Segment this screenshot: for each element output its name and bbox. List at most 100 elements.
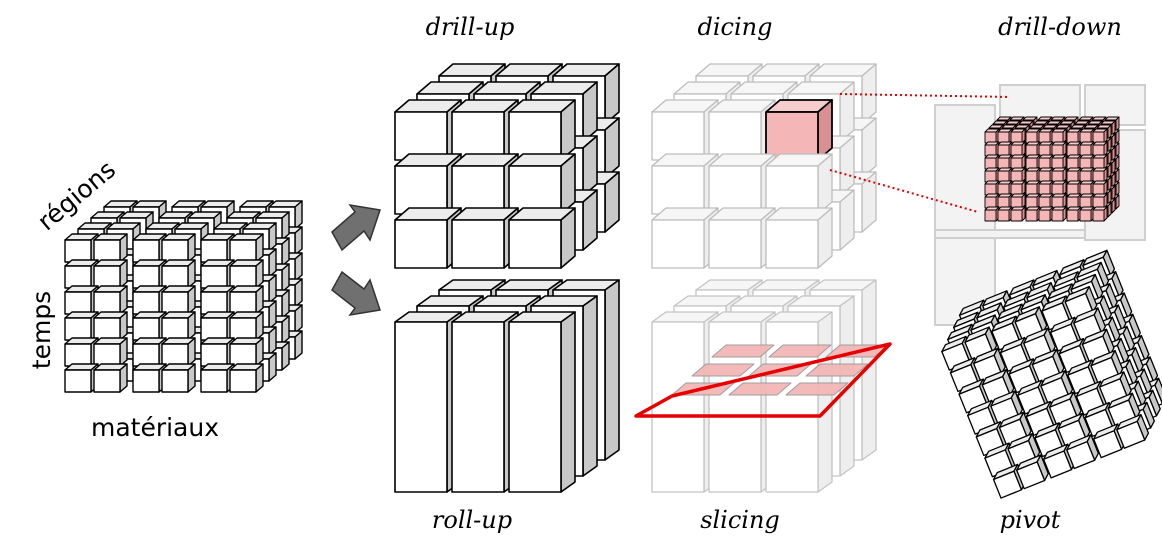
- dicing-label: dicing: [698, 13, 773, 41]
- drill-down-label: drill-down: [998, 13, 1122, 41]
- drill-down-cell: [997, 193, 1013, 209]
- drill-down-cell: [1092, 128, 1108, 144]
- drill-down-cell: [1038, 206, 1054, 222]
- drill-down-cell: [1010, 206, 1026, 222]
- pivot-cell: [1116, 413, 1150, 449]
- source-cell: [161, 233, 196, 263]
- source-cell: [93, 363, 128, 393]
- drill-down-cell: [1025, 141, 1041, 157]
- drill-down-cell: [1066, 167, 1082, 183]
- drill-down-cell: [1079, 167, 1095, 183]
- drill-up-cell: [451, 207, 519, 269]
- dicing-cell: [651, 99, 719, 161]
- drill-down-cell: [1010, 141, 1026, 157]
- source-cell: [93, 311, 128, 341]
- source-cell: [132, 337, 167, 367]
- source-cell: [132, 233, 167, 263]
- source-cell: [229, 311, 264, 341]
- drill-down-cell: [997, 154, 1013, 170]
- drill-down-cell: [1051, 193, 1067, 209]
- dicing-cell: [651, 153, 719, 215]
- drill-down-cell: [1051, 128, 1067, 144]
- dicing-cell: [765, 207, 833, 269]
- drill-down-cell: [1092, 167, 1108, 183]
- drill-down-cell: [1051, 180, 1067, 196]
- drill-down-cell: [1079, 128, 1095, 144]
- drill-up-cell: [508, 207, 576, 269]
- drill-up-cell: [508, 99, 576, 161]
- drill-down-cell: [1038, 193, 1054, 209]
- drill-down-cell: [1079, 180, 1095, 196]
- roll-up-label: roll-up: [432, 506, 512, 534]
- dicing-cube: [651, 63, 877, 269]
- drill-down-cube: [829, 84, 1146, 326]
- drill-down-cell: [1038, 141, 1054, 157]
- drill-down-cell: [1066, 128, 1082, 144]
- drill-down-cell: [1079, 154, 1095, 170]
- drill-up-cell: [508, 153, 576, 215]
- drill-down-cell: [1010, 193, 1026, 209]
- source-cell: [161, 363, 196, 393]
- pivot-cell: [1042, 443, 1076, 479]
- slicing-label: slicing: [700, 506, 780, 534]
- drill-down-cell: [1025, 180, 1041, 196]
- roll-up-column: [394, 311, 462, 493]
- roll-up-column: [508, 311, 576, 493]
- axis-label-materiaux: matériaux: [91, 413, 219, 442]
- drill-up-cell: [394, 99, 462, 161]
- source-cell: [132, 311, 167, 341]
- drill-down-cell: [1010, 154, 1026, 170]
- source-cell: [93, 285, 128, 315]
- drill-up-cell: [451, 153, 519, 215]
- drill-down-cell: [1066, 193, 1082, 209]
- drill-down-cell: [984, 180, 1000, 196]
- drill-down-cell: [984, 154, 1000, 170]
- drill-down-cell: [984, 206, 1000, 222]
- dicing-cell: [708, 207, 776, 269]
- drill-down-cell: [984, 193, 1000, 209]
- drill-down-cell: [997, 206, 1013, 222]
- source-cell: [200, 363, 235, 393]
- roll-up-column: [451, 311, 519, 493]
- drill-up-cube: [394, 63, 620, 269]
- slicing-column: [765, 311, 833, 493]
- drill-down-cell: [1066, 141, 1082, 157]
- source-cell: [200, 233, 235, 263]
- pivot-cell: [1090, 349, 1124, 385]
- source-cell: [64, 259, 99, 289]
- source-cell: [229, 233, 264, 263]
- drill-up-cell: [451, 99, 519, 161]
- dicing-cell: [765, 153, 833, 215]
- dicing-cell: [708, 153, 776, 215]
- drill-down-cell: [1092, 154, 1108, 170]
- source-cell: [64, 285, 99, 315]
- source-cell: [161, 337, 196, 367]
- source-cell: [132, 285, 167, 315]
- pivot-cube: [941, 249, 1162, 499]
- diced-cell: [765, 99, 833, 161]
- pivot-label: pivot: [1000, 506, 1061, 534]
- roll-up-cube: [394, 279, 620, 493]
- drill-down-cell: [1025, 167, 1041, 183]
- source-cell: [64, 337, 99, 367]
- drill-down-cell: [1025, 193, 1041, 209]
- drill-down-cell: [997, 141, 1013, 157]
- source-cell: [161, 311, 196, 341]
- drill-down-cell: [1066, 206, 1082, 222]
- source-cell: [93, 233, 128, 263]
- source-cell: [93, 259, 128, 289]
- drill-down-cell: [1092, 180, 1108, 196]
- source-cell: [64, 311, 99, 341]
- drill-down-cell: [984, 128, 1000, 144]
- arrow-to-drill-up: [331, 203, 381, 252]
- drill-down-cell: [1025, 154, 1041, 170]
- drill-down-cell: [1079, 206, 1095, 222]
- slicing-column: [708, 311, 776, 493]
- source-cell: [200, 259, 235, 289]
- drill-down-cell: [1051, 167, 1067, 183]
- source-cell: [200, 337, 235, 367]
- drill-down-cell: [997, 180, 1013, 196]
- drill-down-cell: [1010, 167, 1026, 183]
- drill-down-cell: [1092, 193, 1108, 209]
